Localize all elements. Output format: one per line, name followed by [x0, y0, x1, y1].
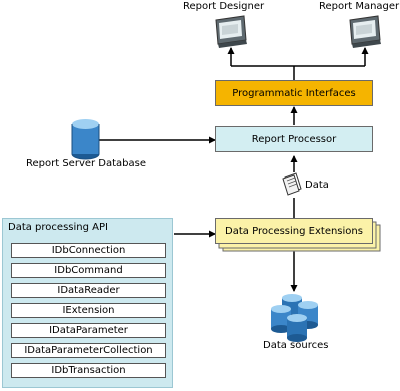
report-processor-box: Report Processor [215, 126, 373, 152]
data-sources-cylinders-icon [271, 294, 318, 342]
report-designer-monitor-icon [215, 15, 247, 48]
api-interface-item: IExtension [11, 303, 166, 318]
api-interface-item: IDbCommand [11, 263, 166, 278]
api-interface-item: IDbConnection [11, 243, 166, 258]
api-interface-item: IDataParameter [11, 323, 166, 338]
api-interface-item: IDataParameterCollection [11, 343, 166, 358]
api-panel-title: Data processing API [8, 222, 108, 233]
data-sources-label: Data sources [263, 340, 329, 351]
api-interface-item: IDataReader [11, 283, 166, 298]
report-designer-label: Report Designer [183, 1, 265, 12]
api-interface-item: IDbTransaction [11, 363, 166, 378]
data-processing-extensions-box: Data Processing Extensions [215, 218, 373, 244]
report-server-database-label: Report Server Database [26, 158, 147, 169]
data-document-icon [282, 172, 302, 196]
api-interface-list: IDbConnection IDbCommand IDataReader IEx… [11, 243, 166, 383]
report-manager-label: Report Manager [319, 1, 400, 12]
data-processing-api-panel: Data processing API IDbConnection IDbCom… [2, 218, 173, 388]
programmatic-interfaces-box: Programmatic Interfaces [215, 80, 373, 106]
database-cylinder-icon [71, 119, 100, 160]
report-manager-monitor-icon [349, 15, 381, 48]
data-label: Data [305, 180, 329, 191]
